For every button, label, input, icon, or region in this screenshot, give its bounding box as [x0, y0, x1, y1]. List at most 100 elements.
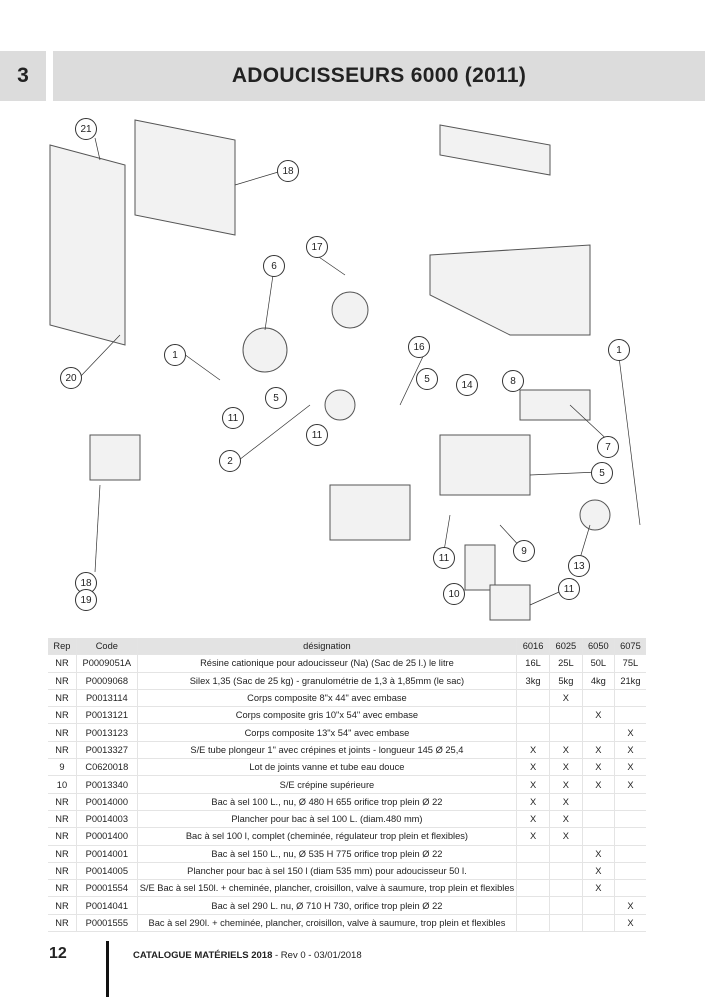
cell-qty-6075	[614, 793, 646, 811]
cell-rep: 10	[48, 775, 77, 794]
cell-rep: NR	[48, 862, 77, 881]
cell-code: P0013327	[76, 741, 138, 760]
cell-qty-6025	[549, 723, 583, 742]
callout-8: 8	[502, 370, 524, 392]
exploded-parts-diagram: 21 18 17 6 1 20 11 5 16 5 14 8 1 7 5 11 …	[30, 105, 680, 630]
parts-drawing	[49, 119, 641, 621]
cell-qty-6050: X	[582, 879, 615, 898]
cell-qty-6075: X	[614, 723, 646, 742]
cell-qty-6016	[516, 845, 550, 863]
cell-rep: NR	[48, 827, 77, 846]
cell-qty-6016	[516, 862, 550, 881]
cell-code: P0013123	[76, 723, 138, 742]
callout-11: 11	[222, 407, 244, 429]
cell-qty-6075	[614, 810, 646, 829]
cell-qty-6075: X	[614, 914, 646, 933]
col-rep: Rep	[48, 638, 77, 656]
callout-16: 16	[408, 336, 430, 358]
cell-qty-6016	[516, 879, 550, 898]
callout-19: 19	[75, 589, 97, 611]
callout-20: 20	[60, 367, 82, 389]
cell-code: P0013121	[76, 706, 138, 725]
cell-designation: Bac à sel 150 L., nu, Ø 535 H 775 orific…	[137, 845, 518, 863]
callout-5: 5	[416, 368, 438, 390]
cell-rep: NR	[48, 723, 77, 742]
cell-rep: NR	[48, 845, 77, 863]
cell-qty-6016	[516, 689, 550, 708]
cell-qty-6075	[614, 862, 646, 881]
callout-2: 2	[219, 450, 241, 472]
cell-designation: Bac à sel 290l. + cheminée, plancher, cr…	[137, 914, 518, 933]
cell-rep: NR	[48, 879, 77, 898]
cell-qty-6016	[516, 896, 550, 915]
cell-designation: Bac à sel 290 L. nu, Ø 710 H 730, orific…	[137, 896, 518, 915]
revision-info: - Rev 0 - 03/01/2018	[272, 950, 362, 961]
cell-qty-6016	[516, 706, 550, 725]
section-number: 3	[0, 51, 46, 101]
cell-designation: Corps composite 13"x 54" avec embase	[137, 723, 518, 742]
cell-qty-6050	[582, 810, 615, 829]
cell-qty-6025: X	[549, 758, 583, 777]
callout-11: 11	[306, 424, 328, 446]
cell-designation: Bac à sel 100 l, complet (cheminée, régu…	[137, 827, 518, 846]
cell-qty-6016: X	[516, 775, 550, 794]
cell-qty-6025: X	[549, 827, 583, 846]
cell-qty-6075: X	[614, 741, 646, 760]
callout-5: 5	[591, 462, 613, 484]
cell-qty-6050	[582, 793, 615, 811]
callout-14: 14	[456, 374, 478, 396]
callout-11: 11	[433, 547, 455, 569]
cell-qty-6025	[549, 896, 583, 915]
cell-qty-6050: X	[582, 862, 615, 881]
page-number: 12	[49, 945, 67, 962]
cell-rep: 9	[48, 758, 77, 777]
table-header-row: Rep Code désignation 6016 6025 6050 6075	[48, 638, 646, 656]
callout-5: 5	[265, 387, 287, 409]
page-title: ADOUCISSEURS 6000 (2011)	[53, 51, 705, 101]
callout-9: 9	[513, 540, 535, 562]
parts-table: Rep Code désignation 6016 6025 6050 6075…	[48, 638, 646, 933]
callout-1: 1	[164, 344, 186, 366]
cell-code: P0014005	[76, 862, 138, 881]
cell-qty-6075	[614, 827, 646, 846]
callout-6: 6	[263, 255, 285, 277]
cell-qty-6075	[614, 706, 646, 725]
cell-rep: NR	[48, 689, 77, 708]
cell-designation: Plancher pour bac à sel 100 L. (diam.480…	[137, 810, 518, 829]
cell-designation: Bac à sel 100 L., nu, Ø 480 H 655 orific…	[137, 793, 518, 811]
cell-code: P0001555	[76, 914, 138, 933]
cell-qty-6025: 25L	[549, 654, 583, 673]
cell-code: C0620018	[76, 758, 138, 777]
cell-code: P0014000	[76, 793, 138, 811]
callout-17: 17	[306, 236, 328, 258]
cell-qty-6050: 4kg	[582, 672, 615, 690]
cell-qty-6050	[582, 689, 615, 708]
cover-panel-shape	[49, 144, 126, 346]
cell-designation: Plancher pour bac à sel 150 l (diam 535 …	[137, 862, 518, 881]
callout-18: 18	[277, 160, 299, 182]
col-6050: 6050	[582, 638, 615, 656]
cell-qty-6016: 3kg	[516, 672, 550, 690]
callout-7: 7	[597, 436, 619, 458]
cell-qty-6050: X	[582, 706, 615, 725]
cell-code: P0013114	[76, 689, 138, 708]
cell-qty-6075: X	[614, 775, 646, 794]
col-designation: désignation	[137, 638, 518, 656]
cell-rep: NR	[48, 793, 77, 811]
cell-code: P0013340	[76, 775, 138, 794]
catalogue-title: CATALOGUE MATÉRIELS 2018	[133, 950, 273, 961]
callout-18: 18	[75, 572, 97, 594]
cell-code: P0009068	[76, 672, 138, 690]
cell-rep: NR	[48, 896, 77, 915]
cell-qty-6050	[582, 896, 615, 915]
